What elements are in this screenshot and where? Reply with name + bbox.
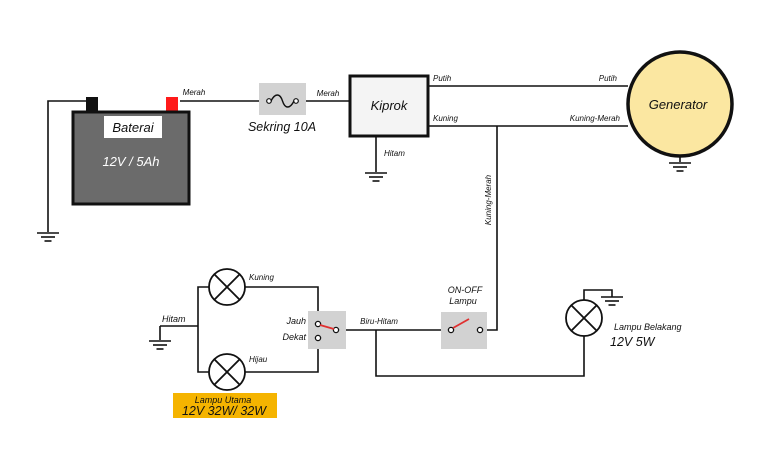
wires xyxy=(47,85,681,377)
wire-label-lamp-ground: Hitam xyxy=(162,314,186,324)
battery-positive-terminal xyxy=(166,97,178,111)
taillamp-ground-symbol xyxy=(600,296,624,306)
wire-label-reg-yellow: Kuning xyxy=(433,114,458,123)
regulator-label: Kiprok xyxy=(371,98,409,113)
dimmer-switch-box xyxy=(308,311,346,349)
tail-lamp xyxy=(565,299,603,337)
fuse: Sekring 10A xyxy=(248,83,316,134)
battery-rating: 12V / 5Ah xyxy=(102,154,159,169)
headlamp-label-line2: 12V 32W/ 32W xyxy=(182,404,267,418)
wire-label-fuse-regulator: Merah xyxy=(317,89,340,98)
onoff-switch-blade xyxy=(452,318,470,329)
onoff-switch: ON-OFF Lampu xyxy=(441,285,487,349)
regulator-box xyxy=(348,74,430,138)
battery: Baterai 12V / 5Ah xyxy=(71,97,191,206)
battery-name-plate xyxy=(104,116,162,138)
fuse-element xyxy=(270,94,295,108)
generator-label: Generator xyxy=(649,97,708,112)
headlamp-badge: Lampu Utama 12V 32W/ 32W xyxy=(173,393,277,418)
headlamp-high-beam xyxy=(208,268,246,306)
battery-negative-terminal xyxy=(86,97,98,111)
battery-name: Baterai xyxy=(112,120,154,135)
dimmer-switch: Jauh Dekat xyxy=(282,311,346,349)
fuse-label: Sekring 10A xyxy=(248,120,316,134)
battery-body xyxy=(71,110,191,206)
wire-label-vertical-feed: Kuning-Merah xyxy=(484,174,493,225)
taillamp-label-line2: 12V 5W xyxy=(610,335,656,349)
wire-label-gen-yellow-red: Kuning-Merah xyxy=(570,114,621,123)
headlamp-badge-bg xyxy=(173,393,277,418)
headlamp-low-beam xyxy=(208,353,246,391)
onoff-label-line2: Lampu xyxy=(449,296,477,306)
regulator: Kiprok xyxy=(348,74,430,138)
wire-label-battery-fuse: Merah xyxy=(183,88,206,97)
wire-label-lamp-bottom: Hijau xyxy=(249,355,268,364)
wire-label-switch-link: Biru-Hitam xyxy=(360,317,398,326)
generator-body xyxy=(626,50,734,158)
dimmer-switch-blade xyxy=(319,324,335,330)
wire-label-lamp-top: Kuning xyxy=(249,273,274,282)
headlamp-label-line1: Lampu Utama xyxy=(195,395,252,405)
regulator-ground-symbol xyxy=(364,172,388,182)
dimmer-near-label: Dekat xyxy=(282,332,306,342)
wire-label-reg-ground: Hitam xyxy=(384,149,405,158)
battery-ground-symbol xyxy=(36,232,60,242)
taillamp-label-line1: Lampu Belakang xyxy=(614,322,682,332)
generator: Generator xyxy=(626,50,734,158)
onoff-label-line1: ON-OFF xyxy=(448,285,483,295)
headlamp-ground-symbol xyxy=(148,340,172,350)
wire-label-gen-white: Putih xyxy=(599,74,618,83)
generator-ground-symbol xyxy=(668,162,692,172)
dimmer-far-label: Jauh xyxy=(285,316,306,326)
wire-label-reg-white: Putih xyxy=(433,74,452,83)
